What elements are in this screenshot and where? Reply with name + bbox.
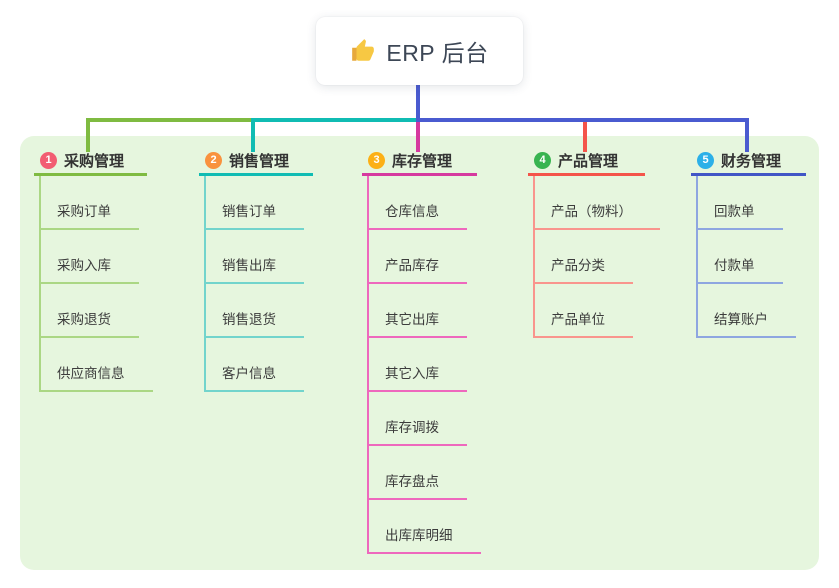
- branch-name-label: 库存管理: [392, 153, 453, 170]
- sub-node-label: 结算账户: [714, 312, 768, 327]
- branch-title-1[interactable]: 1 采购管理: [34, 148, 147, 176]
- sub-node-label: 采购退货: [57, 312, 111, 327]
- sub-node[interactable]: 库存盘点: [369, 446, 467, 500]
- sub-node[interactable]: 销售订单: [206, 176, 304, 230]
- sub-node[interactable]: 出库库明细: [369, 500, 481, 554]
- root-node-erp[interactable]: ERP 后台: [316, 17, 523, 85]
- branch-sublist: 采购订单采购入库采购退货供应商信息: [39, 176, 153, 392]
- sub-node-label: 其它入库: [385, 366, 439, 381]
- branch-title-3[interactable]: 3 库存管理: [362, 148, 477, 176]
- sub-node-label: 库存盘点: [385, 474, 439, 489]
- sub-node-label: 采购入库: [57, 258, 111, 273]
- sub-node-label: 采购订单: [57, 204, 111, 219]
- branch-1: 1 采购管理采购订单采购入库采购退货供应商信息: [34, 148, 153, 392]
- branch-2: 2 销售管理销售订单销售出库销售退货客户信息: [199, 148, 313, 392]
- sub-node[interactable]: 产品分类: [535, 230, 633, 284]
- branch-4: 4 产品管理产品（物料） 产品分类产品单位: [528, 148, 660, 338]
- branch4-drop: [583, 118, 587, 152]
- branch-number-badge: 5: [697, 152, 714, 169]
- branch3-drop: [416, 122, 420, 152]
- sub-node[interactable]: 其它出库: [369, 284, 467, 338]
- sub-node-label: 产品库存: [385, 258, 439, 273]
- branch-sublist: 仓库信息产品库存其它出库其它入库库存调拨库存盘点出库库明细: [367, 176, 481, 554]
- sub-node[interactable]: 供应商信息: [41, 338, 153, 392]
- branch1-drop: [86, 118, 90, 152]
- sub-node-label: 销售订单: [222, 204, 276, 219]
- sub-node[interactable]: 采购订单: [41, 176, 139, 230]
- sub-node-label: 仓库信息: [385, 204, 439, 219]
- sub-node-label: 库存调拨: [385, 420, 439, 435]
- branch-title-2[interactable]: 2 销售管理: [199, 148, 313, 176]
- sub-node[interactable]: 仓库信息: [369, 176, 467, 230]
- branch-name-label: 采购管理: [64, 153, 125, 170]
- branch-sublist: 销售订单销售出库销售退货客户信息: [204, 176, 313, 392]
- branch5-drop: [745, 118, 749, 152]
- branch-name-label: 销售管理: [229, 153, 290, 170]
- branch-number-badge: 1: [40, 152, 57, 169]
- sub-node[interactable]: 采购入库: [41, 230, 139, 284]
- branch-name-label: 产品管理: [558, 153, 619, 170]
- sub-node-label: 销售出库: [222, 258, 276, 273]
- sub-node[interactable]: 采购退货: [41, 284, 139, 338]
- sub-node[interactable]: 产品单位: [535, 284, 633, 338]
- sub-node-label: 出库库明细: [385, 528, 453, 543]
- root-node-label: ERP 后台: [386, 40, 489, 66]
- sub-node[interactable]: 销售退货: [206, 284, 304, 338]
- sub-node[interactable]: 结算账户: [698, 284, 796, 338]
- branch-sublist: 产品（物料） 产品分类产品单位: [533, 176, 660, 338]
- sub-node-label: 供应商信息: [57, 366, 125, 381]
- sub-node-label: 付款单: [714, 258, 755, 273]
- branch2-connector: [251, 118, 420, 122]
- sub-node[interactable]: 回款单: [698, 176, 783, 230]
- sub-node-label: 产品单位: [551, 312, 605, 327]
- sub-node-label: 回款单: [714, 204, 755, 219]
- sub-node[interactable]: 销售出库: [206, 230, 304, 284]
- sub-node[interactable]: 付款单: [698, 230, 783, 284]
- sub-node[interactable]: 库存调拨: [369, 392, 467, 446]
- trunk-line: [416, 85, 420, 122]
- sub-node-label: 其它出库: [385, 312, 439, 327]
- branch-5: 5 财务管理回款单付款单结算账户: [691, 148, 806, 338]
- branch-sublist: 回款单付款单结算账户: [696, 176, 806, 338]
- sub-node-label: 产品分类: [551, 258, 605, 273]
- sub-node[interactable]: 产品库存: [369, 230, 467, 284]
- background-panel: [20, 136, 819, 570]
- sub-node[interactable]: 客户信息: [206, 338, 304, 392]
- branch-number-badge: 3: [368, 152, 385, 169]
- branch-title-5[interactable]: 5 财务管理: [691, 148, 806, 176]
- sub-node[interactable]: 其它入库: [369, 338, 467, 392]
- branch-number-badge: 4: [534, 152, 551, 169]
- thumbs-up-icon: [352, 39, 375, 61]
- branch1-connector: [86, 118, 255, 122]
- sub-node-label: 产品（物料）: [551, 204, 632, 219]
- branch-number-badge: 2: [205, 152, 222, 169]
- branch-name-label: 财务管理: [721, 153, 782, 170]
- sub-node-label: 销售退货: [222, 312, 276, 327]
- sub-node[interactable]: 产品（物料）: [535, 176, 660, 230]
- branch5-connector: [416, 118, 749, 122]
- branch-3: 3 库存管理仓库信息产品库存其它出库其它入库库存调拨库存盘点出库库明细: [362, 148, 481, 554]
- branch-title-4[interactable]: 4 产品管理: [528, 148, 645, 176]
- branch2-drop: [251, 118, 255, 152]
- sub-node-label: 客户信息: [222, 366, 276, 381]
